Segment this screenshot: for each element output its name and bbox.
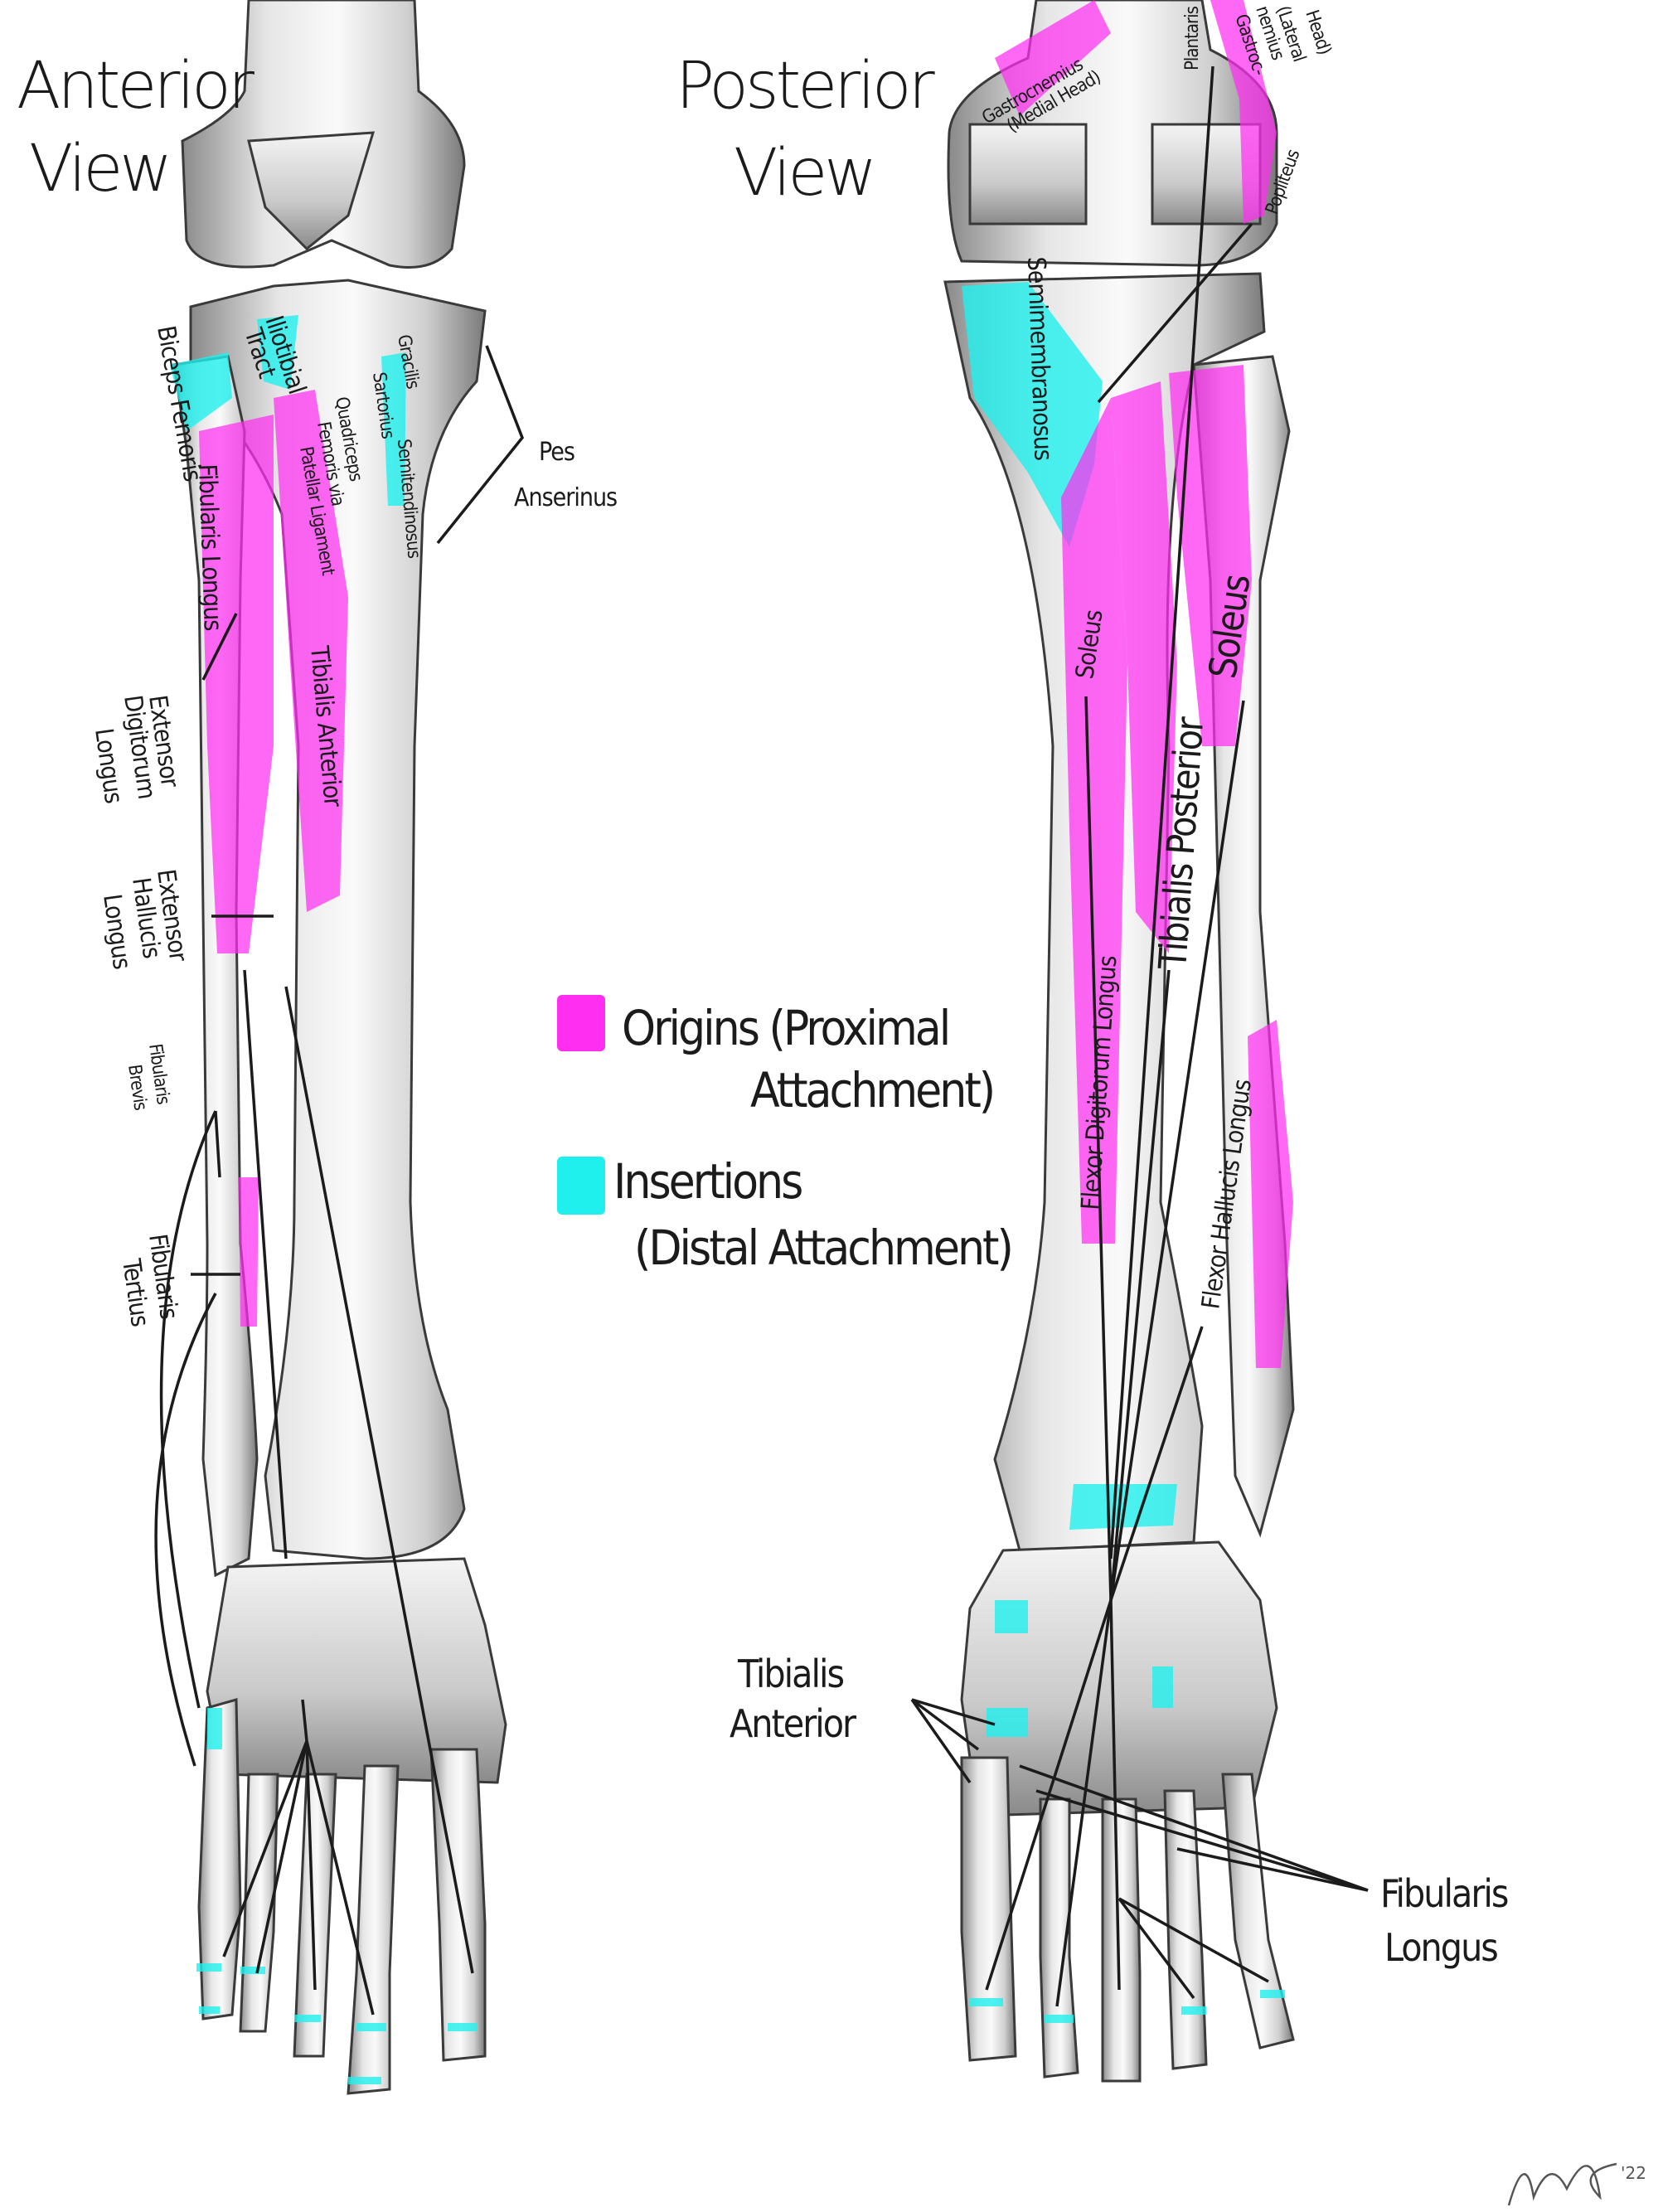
signature-year: '22 [1621, 2163, 1646, 2183]
label-fibularis-longus: Fibularis Longus [192, 463, 227, 631]
posterior-origin-flexor-digitorum [1061, 398, 1127, 1244]
legend-origins-line-1: Origins (Proximal [622, 1000, 948, 1056]
posterior-condyle-medial [968, 123, 1088, 226]
anterior-title-line-2: View [29, 132, 169, 206]
label-fibularis-longus-posterior-2: Longus [1384, 1925, 1497, 1970]
legend: Origins (Proximal Attachment) Insertions… [557, 995, 1014, 1276]
label-pes-anserinus-2: Anserinus [514, 483, 617, 512]
label-edl-3: Longus [89, 726, 128, 804]
label-plantaris: Plantaris [1182, 6, 1203, 70]
anterior-patella [247, 131, 376, 251]
anterior-title: Anterior View [17, 49, 258, 206]
posterior-foot-insertions [970, 1600, 1285, 2023]
posterior-origin-gastroc-lateral [1210, 0, 1277, 224]
anterior-leg [154, 0, 524, 2095]
artist-signature: '22 [1507, 2162, 1646, 2206]
anterior-insertion-pes [381, 352, 406, 506]
legend-insertions-line-1: Insertions [613, 1153, 802, 1210]
label-pes-anserinus-1: Pes [539, 438, 574, 467]
posterior-title: Posterior View [676, 49, 938, 211]
anterior-title-line-1: Anterior [17, 49, 255, 124]
legend-origins-line-2: Attachment) [750, 1062, 993, 1118]
anterior-femur [181, 0, 466, 269]
posterior-toes [960, 1756, 1295, 2083]
anterior-toe-insertions [196, 1708, 478, 2084]
anterior-origin-tibialis-anterior [274, 390, 348, 912]
posterior-origin-flexor-hallucis [1248, 1020, 1293, 1368]
label-semimembranosus: Semimembranosus [1021, 256, 1058, 460]
label-fibularis-brevis-2: Brevis [124, 1063, 150, 1112]
label-tibialis-anterior-posterior-2: Anterior [730, 1701, 857, 1746]
posterior-title-line-1: Posterior [676, 49, 935, 124]
anterior-tarsals [206, 1557, 507, 1784]
posterior-insertion-semimembranosus [962, 282, 1103, 547]
legend-insertions-swatch [557, 1157, 605, 1215]
posterior-origin-soleus [1169, 365, 1252, 746]
label-tibialis-anterior-posterior-1: Tibialis [737, 1652, 843, 1696]
anterior-origin-fibularis-longus [199, 415, 274, 953]
label-fibularis-longus-posterior-1: Fibularis [1380, 1871, 1508, 1916]
anterior-tibia [189, 279, 487, 1560]
anterior-leader-lines [154, 345, 524, 2016]
anterior-insertion-it-tract [257, 315, 298, 390]
posterior-origin-gastroc-medial [995, 0, 1111, 116]
legend-origins-swatch [557, 995, 605, 1051]
legend-insertions-line-2: (Distal Attachment) [634, 1220, 1011, 1276]
anterior-origin-fibularis-brevis [239, 1177, 259, 1327]
posterior-leg [910, 0, 1369, 2083]
anterior-insertion-biceps [170, 352, 232, 431]
posterior-title-line-2: View [734, 136, 874, 211]
posterior-leader-lines [910, 65, 1369, 2007]
